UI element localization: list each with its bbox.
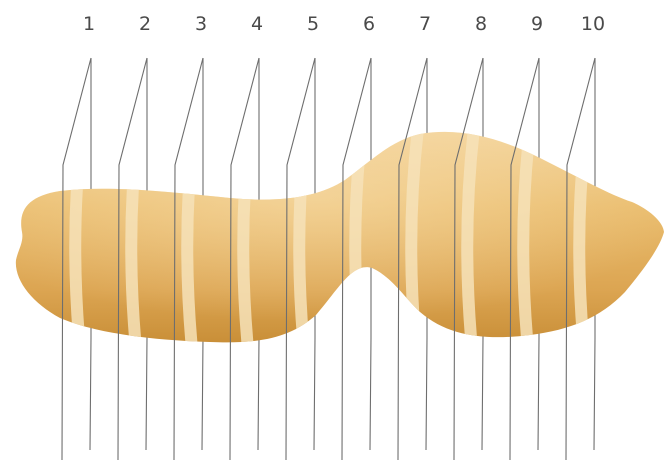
section-number-6: 6 xyxy=(363,13,375,35)
section-number-8: 8 xyxy=(475,13,487,35)
section-number-5: 5 xyxy=(307,13,319,35)
section-number-3: 3 xyxy=(195,13,207,35)
section-number-2: 2 xyxy=(139,13,151,35)
section-number-9: 9 xyxy=(531,13,543,35)
section-number-1: 1 xyxy=(83,13,95,35)
section-number-7: 7 xyxy=(419,13,431,35)
section-number-labels: 1 2 3 4 5 6 7 8 9 10 xyxy=(83,13,605,35)
section-number-4: 4 xyxy=(251,13,263,35)
section-number-10: 10 xyxy=(581,13,605,35)
